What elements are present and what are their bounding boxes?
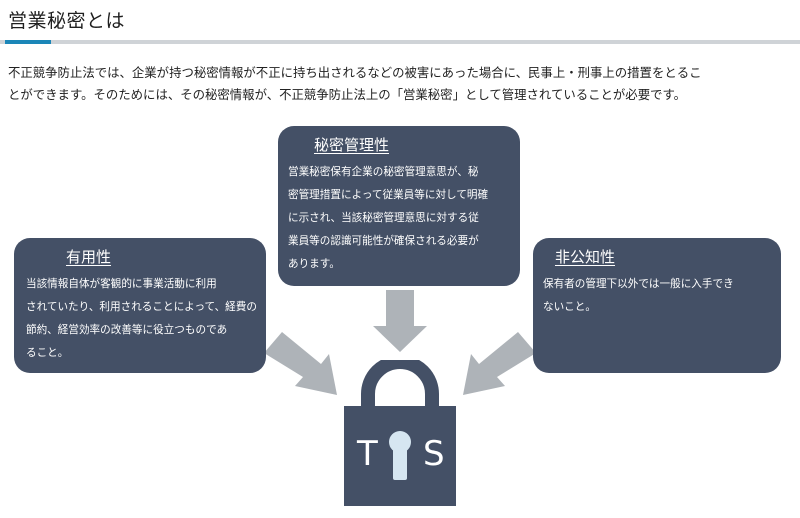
- card-line: 業員等の認識可能性が確保される必要が: [288, 235, 479, 247]
- card-line: 当該情報自体が客観的に事業活動に利用: [26, 278, 217, 290]
- card-line: に示され、当該秘密管理意思に対する従: [288, 212, 479, 224]
- lock-letter-t: T: [357, 434, 378, 474]
- card-line: 密管理措置によって従業員等に対して明確: [288, 189, 489, 201]
- card-body: 営業秘密保有企業の秘密管理意思が、秘 密管理措置によって従業員等に対して明確 に…: [288, 161, 510, 276]
- page-title: 営業秘密とは: [8, 10, 126, 32]
- card-usefulness: 有用性 当該情報自体が客観的に事業活動に利用 されていたり、利用されることによっ…: [14, 238, 266, 373]
- card-line: 節約、経営効率の改善等に役立つものであ: [26, 324, 228, 336]
- card-title: 秘密管理性: [314, 136, 390, 154]
- card-body: 当該情報自体が客観的に事業活動に利用 されていたり、利用されることによって、経費…: [26, 273, 257, 365]
- intro-line: 不正競争防止法では、企業が持つ秘密情報が不正に持ち出されるなどの被害にあった場合…: [8, 65, 702, 80]
- card-line: あります。: [288, 258, 340, 270]
- padlock-icon: [344, 360, 456, 506]
- card-line: 営業秘密保有企業の秘密管理意思が、秘: [288, 166, 479, 178]
- diagonal-arrow-right-icon: [264, 332, 337, 395]
- lock-letter-s: S: [423, 434, 445, 474]
- intro-line: とができます。そのためには、その秘密情報が、不正競争防止法上の「営業秘密」として…: [8, 87, 687, 102]
- title-divider: [0, 40, 800, 44]
- card-title: 非公知性: [555, 248, 616, 266]
- card-line: ること。: [26, 347, 69, 359]
- card-line: 保有者の管理下以外では一般に入手でき: [543, 278, 734, 290]
- diagonal-arrow-left-icon: [463, 332, 536, 395]
- card-non-public: 非公知性 保有者の管理下以外では一般に入手でき ないこと。: [533, 238, 781, 373]
- down-arrow-icon: [373, 290, 427, 352]
- card-title: 有用性: [66, 248, 112, 266]
- keyhole-slot: [393, 446, 407, 480]
- padlock-shackle: [361, 360, 439, 408]
- card-line: ないこと。: [543, 301, 596, 313]
- card-line: されていたり、利用されることによって、経費の: [26, 301, 257, 313]
- title-accent-bar: [5, 40, 51, 44]
- card-secrecy-management: 秘密管理性 営業秘密保有企業の秘密管理意思が、秘 密管理措置によって従業員等に対…: [278, 126, 520, 286]
- intro-paragraph: 不正競争防止法では、企業が持つ秘密情報が不正に持ち出されるなどの被害にあった場合…: [8, 62, 798, 106]
- card-body: 保有者の管理下以外では一般に入手でき ないこと。: [543, 273, 771, 319]
